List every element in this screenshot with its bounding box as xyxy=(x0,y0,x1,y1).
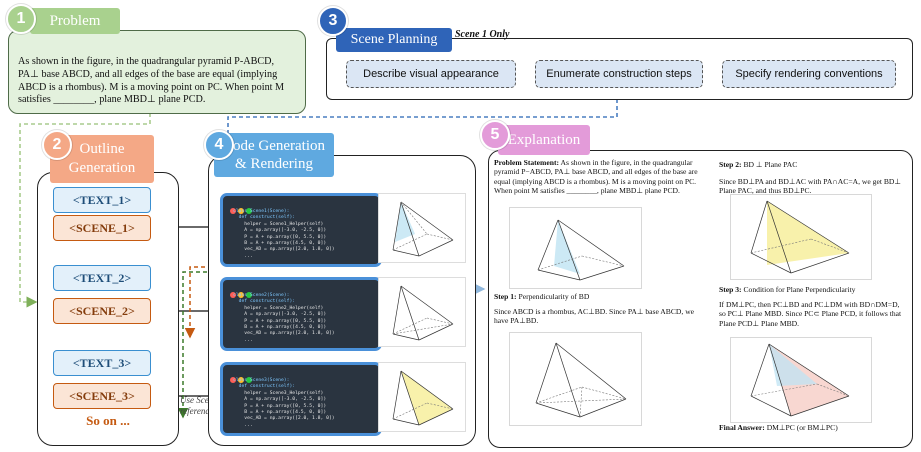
pyramid-figure-2 xyxy=(392,285,454,341)
outline-scene-2: <SCENE_2> xyxy=(53,298,151,324)
outline-title-line2: Generation xyxy=(68,160,136,176)
pyramid-figure-1 xyxy=(392,201,454,257)
render-scene-2 xyxy=(378,277,466,347)
pyramid-figure-3 xyxy=(392,370,454,426)
step2-label: Step 2: xyxy=(719,160,742,169)
code-card-2: class Scene2(Scene): def construct(self)… xyxy=(220,277,382,351)
problem-title: Problem xyxy=(30,8,120,34)
outline-title-line1: Outline xyxy=(79,141,125,157)
explanation-step2-heading: Step 2: BD ⊥ Plane PAC xyxy=(719,160,905,169)
pyramid-figure-step1 xyxy=(535,342,627,418)
outline-scene-1: <SCENE_1> xyxy=(53,215,151,241)
explanation-step2-text: Since BD⊥PA and BD⊥AC with PA∩AC=A, we g… xyxy=(719,177,901,196)
outline-more: So on ... xyxy=(86,413,130,428)
pyramid-figure-problem xyxy=(537,219,625,281)
window-dots xyxy=(230,285,254,298)
planning-item-construction: Enumerate construction steps xyxy=(535,60,703,88)
step1-label: Step 1: xyxy=(494,292,517,301)
step-badge-3: 3 xyxy=(318,6,348,36)
problem-statement-label: Problem Statement: xyxy=(494,158,560,167)
final-answer-label: Final Answer: xyxy=(719,423,765,432)
explanation-figure-step2 xyxy=(730,194,872,280)
render-scene-1 xyxy=(378,193,466,263)
step-badge-4: 4 xyxy=(204,130,234,160)
problem-panel xyxy=(8,30,306,114)
outline-text-2: <TEXT_2> xyxy=(53,265,151,291)
problem-text: As shown in the figure, in the quadrangu… xyxy=(18,56,285,106)
step3-label: Step 3: xyxy=(719,285,742,294)
window-dots xyxy=(230,201,254,214)
explanation-figure-problem xyxy=(509,207,642,289)
codegen-title-line2: & Rendering xyxy=(235,156,313,172)
final-answer-text: DM⊥PC (or BM⊥PC) xyxy=(766,423,838,432)
code-snippet-2: class Scene2(Scene): def construct(self)… xyxy=(233,293,335,343)
explanation-figure-step3 xyxy=(730,337,872,423)
explanation-problem: Problem Statement: As shown in the figur… xyxy=(494,158,706,196)
explanation-step1-heading: Step 1: Perpendicularity of BD xyxy=(494,292,706,301)
step2-title: BD ⊥ Plane PAC xyxy=(743,160,798,169)
code-snippet-1: class Scene1(Scene): def construct(self)… xyxy=(233,209,335,259)
pyramid-figure-step3 xyxy=(750,343,850,417)
planning-note: Scene 1 Only xyxy=(455,29,510,40)
planning-item-appearance: Describe visual appearance xyxy=(346,60,516,88)
code-card-3: class Scene3(Scene): def construct(self)… xyxy=(220,362,382,436)
pyramid-figure-step2 xyxy=(750,200,850,274)
planning-title: Scene Planning xyxy=(336,28,452,52)
window-dots xyxy=(230,370,254,383)
step1-title: Perpendicularity of BD xyxy=(518,292,590,301)
render-scene-3 xyxy=(378,362,466,432)
explanation-step1-text: Since ABCD is a rhombus, AC⊥BD. Since PA… xyxy=(494,307,695,326)
outline-text-3: <TEXT_3> xyxy=(53,350,151,376)
explanation-figure-step1 xyxy=(509,332,642,426)
explanation-step3-heading: Step 3: Condition for Plane Perpendicula… xyxy=(719,285,905,294)
code-card-1: class Scene1(Scene): def construct(self)… xyxy=(220,193,382,267)
outline-scene-3: <SCENE_3> xyxy=(53,383,151,409)
explanation-title: Explanation xyxy=(498,125,590,155)
planning-item-rendering: Specify rendering conventions xyxy=(722,60,896,88)
code-snippet-3: class Scene3(Scene): def construct(self)… xyxy=(233,378,335,428)
step-badge-1: 1 xyxy=(6,4,36,34)
problem-statement-text: As shown in the figure, in the quadrangu… xyxy=(494,158,698,196)
explanation-final-answer: Final Answer: DM⊥PC (or BM⊥PC) xyxy=(719,423,905,432)
step3-title: Condition for Plane Perpendicularity xyxy=(743,285,856,294)
step-badge-5: 5 xyxy=(480,120,510,150)
explanation-step3-text: If DM⊥PC, then PC⊥BD and PC⊥DM with BD∩D… xyxy=(719,300,902,328)
step-badge-2: 2 xyxy=(42,130,72,160)
outline-text-1: <TEXT_1> xyxy=(53,187,151,213)
codegen-title-line1: Code Generation xyxy=(222,138,326,154)
